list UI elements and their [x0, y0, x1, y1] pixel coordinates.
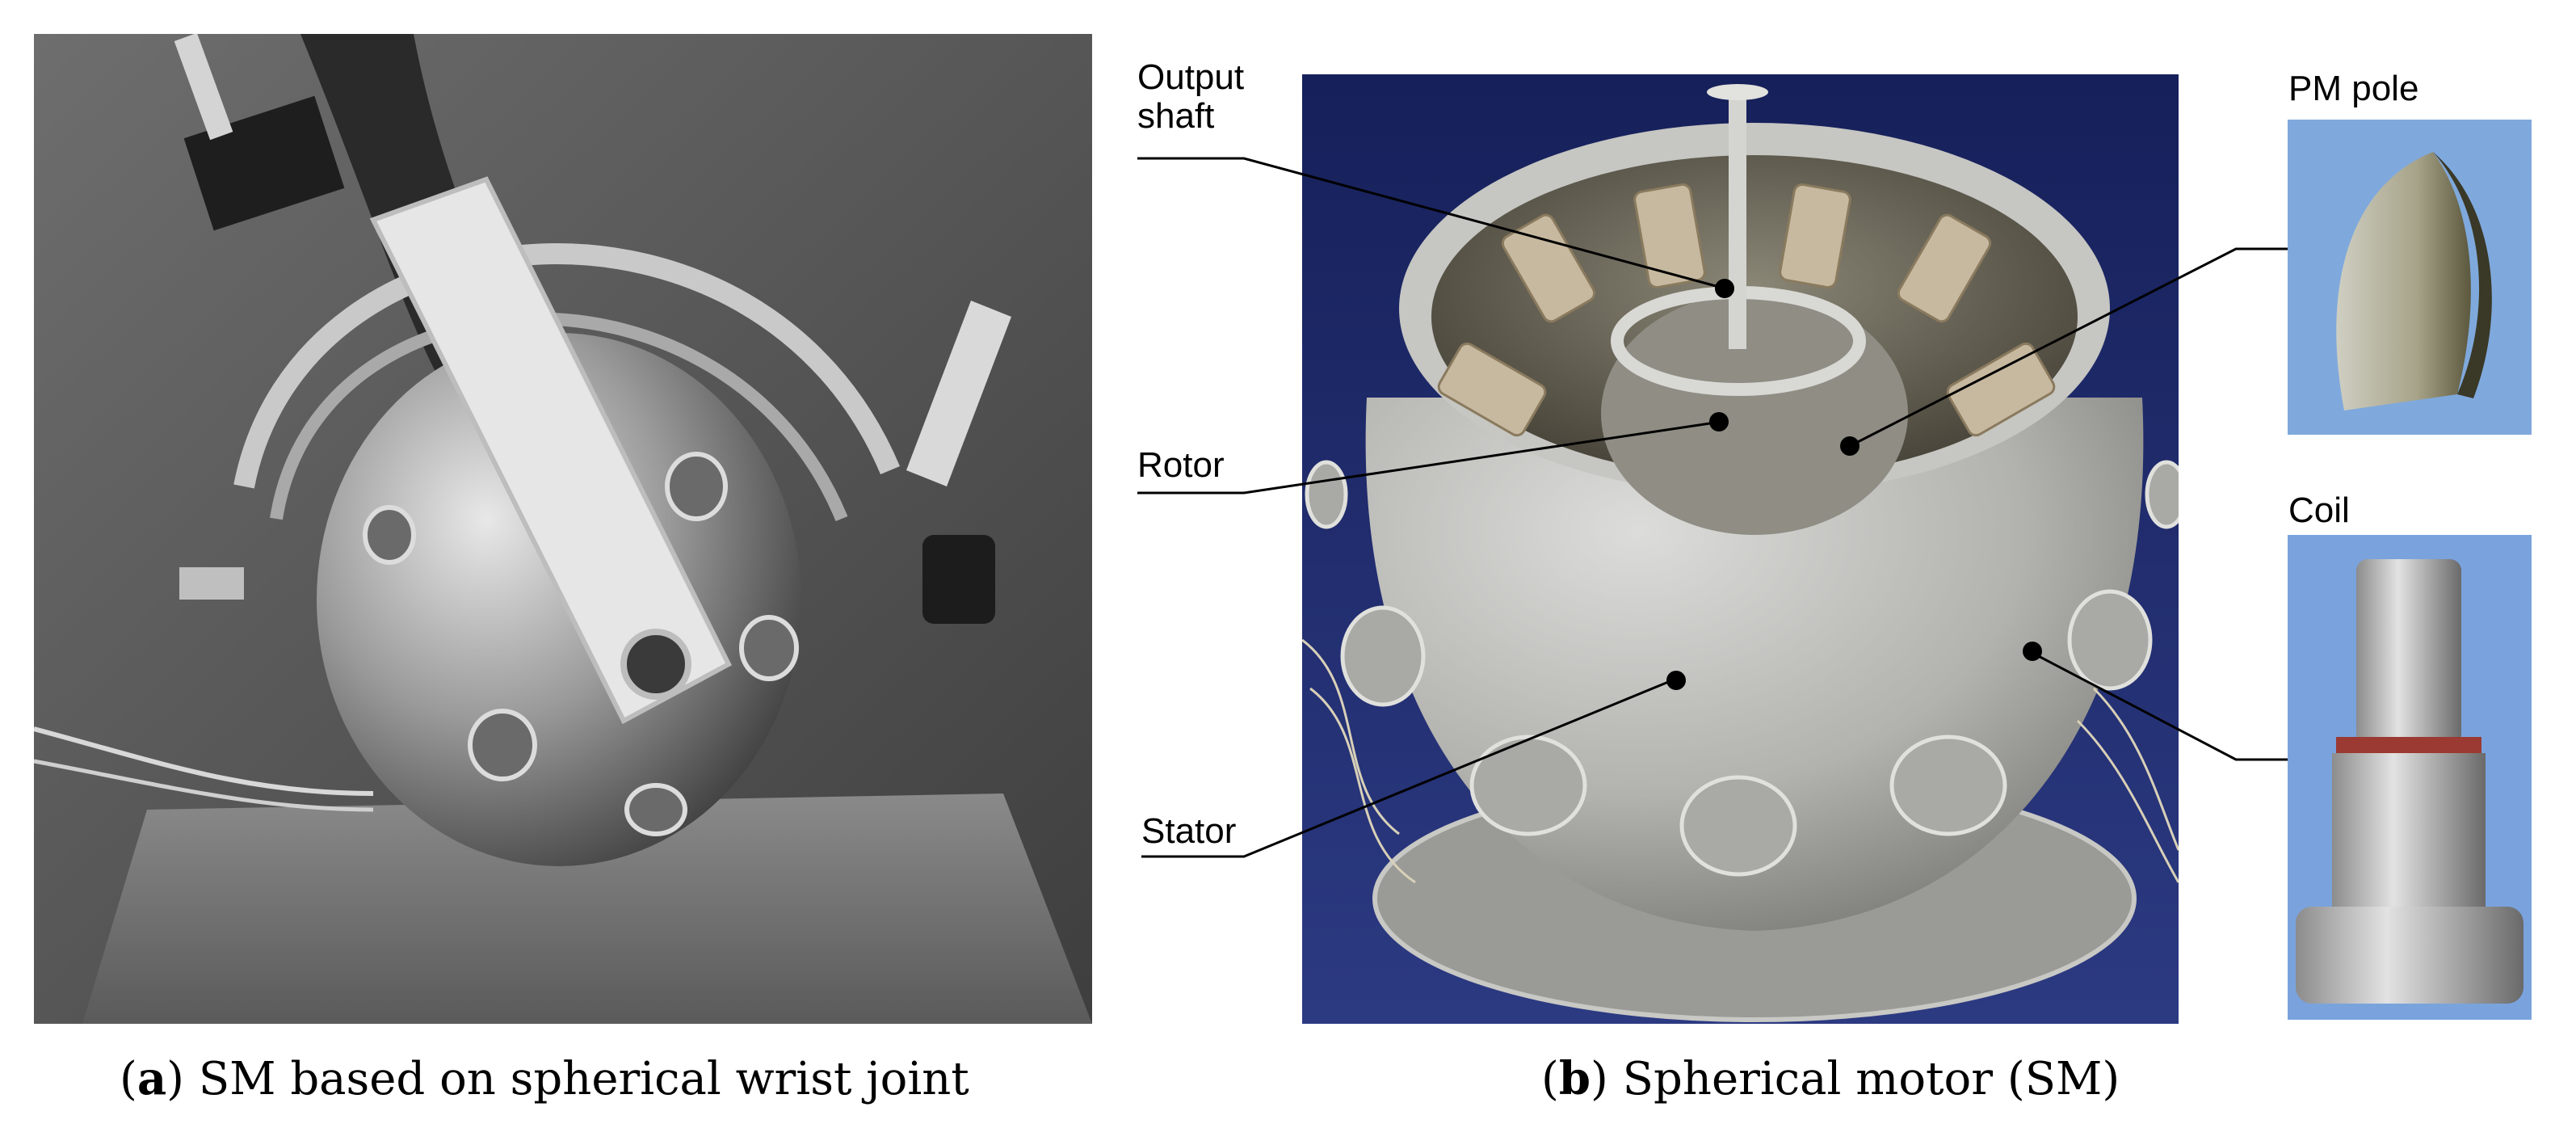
caption-a-letter: a — [137, 1052, 167, 1105]
caption-a: (a) SM based on spherical wrist joint — [120, 1052, 969, 1105]
caption-b-open: ( — [1541, 1053, 1559, 1105]
output-shaft-label: Output shaft — [1137, 57, 1245, 137]
rotor-label: Rotor — [1137, 445, 1225, 485]
coil-label: Coil — [2288, 490, 2350, 530]
caption-b-close: ) — [1591, 1053, 1608, 1105]
stator-label: Stator — [1141, 811, 1237, 851]
caption-a-open: ( — [120, 1053, 137, 1105]
coil-photo — [2288, 535, 2532, 1020]
spherical-motor-photo — [1302, 74, 2179, 1024]
caption-b-letter: b — [1558, 1052, 1591, 1105]
caption-a-text: SM based on spherical wrist joint — [184, 1053, 969, 1105]
pm-pole-photo — [2288, 120, 2532, 435]
caption-b-text: Spherical motor (SM) — [1607, 1053, 2120, 1105]
caption-a-close: ) — [166, 1053, 185, 1105]
wrist-joint-photo — [34, 34, 1092, 1024]
caption-b: (b) Spherical motor (SM) — [1541, 1052, 2120, 1105]
pm-pole-label: PM pole — [2288, 69, 2419, 108]
